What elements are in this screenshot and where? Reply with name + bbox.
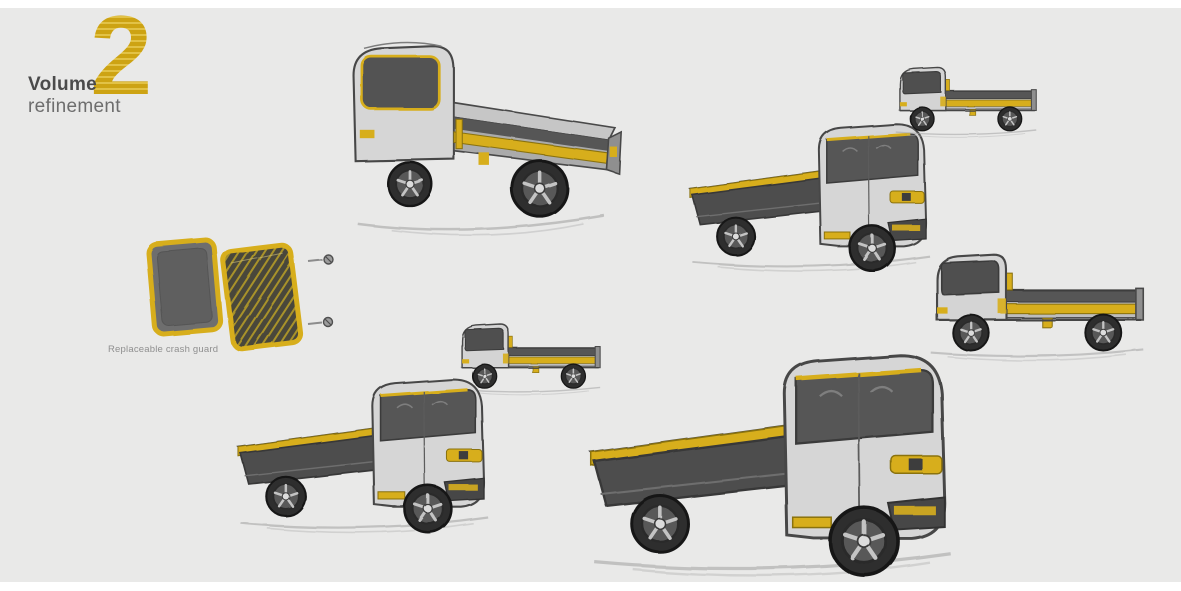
screw-icon	[307, 316, 334, 328]
crash-guard-annotation: Replaceable crash guard	[108, 344, 219, 355]
screw-icon	[307, 253, 334, 265]
crash-guard-detail	[146, 237, 334, 352]
volume-label: Volume	[28, 74, 98, 95]
crash-guard-panel-right	[220, 242, 304, 352]
truck-sketch-front-quarter-bottom-left	[222, 354, 500, 542]
crash-guard-panel-left	[146, 237, 224, 337]
truck-sketch-side-top-right	[886, 54, 1046, 142]
truck-sketch-front-quarter-large	[568, 324, 968, 584]
subtitle-refinement: refinement	[28, 96, 121, 117]
volume-number: 2	[90, 0, 152, 118]
title-block: 2 Volume refinement	[28, 0, 248, 130]
truck-sketch-rear-quarter	[295, 28, 640, 240]
